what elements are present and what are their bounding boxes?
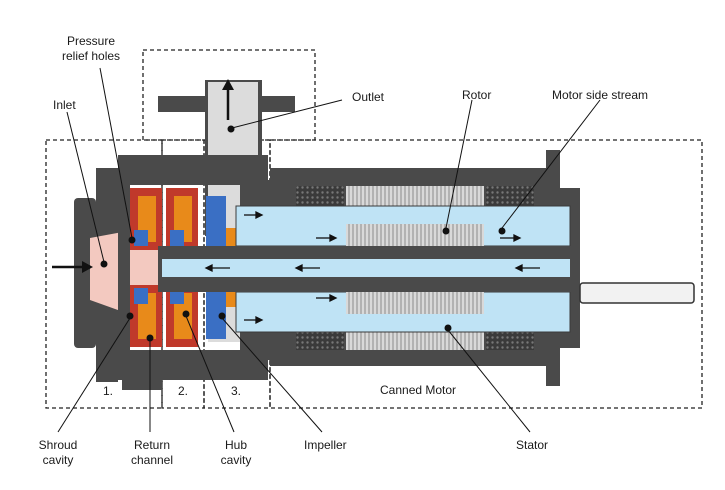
label-outlet: Outlet <box>352 90 385 104</box>
shaft-bore-flow <box>162 259 570 277</box>
label-pressure-line2: relief holes <box>62 49 121 63</box>
outlet-arrow <box>222 79 234 90</box>
stage-2-label: 2. <box>178 384 189 398</box>
inlet-arrow <box>82 261 93 273</box>
label-shroud-line1: Shroud <box>38 438 78 452</box>
rotor-laminations-bottom <box>346 292 484 314</box>
label-shroud-line2: cavity <box>42 453 74 467</box>
label-pressure-relief-holes: Pressure relief holes <box>62 34 120 64</box>
shaft <box>158 246 695 304</box>
label-hub-line1: Hub <box>224 438 247 452</box>
stage-1-label: 1. <box>103 384 114 398</box>
label-hub-cavity: Hub cavity <box>212 438 260 468</box>
label-canned-motor: Canned Motor <box>380 383 457 397</box>
stage-3-label: 3. <box>231 384 242 398</box>
label-return-line2: channel <box>130 453 174 467</box>
label-inlet: Inlet <box>53 98 76 112</box>
label-impeller: Impeller <box>304 438 347 452</box>
label-hub-line2: cavity <box>220 453 252 467</box>
rotor-laminations-top <box>346 224 484 246</box>
label-stator: Stator <box>516 438 549 452</box>
label-return-channel: Return channel <box>126 438 178 468</box>
label-motor-side-stream: Motor side stream <box>552 88 649 102</box>
label-pressure-line1: Pressure <box>67 34 116 48</box>
label-return-line1: Return <box>133 438 171 452</box>
flow-arrows <box>204 210 540 325</box>
outlet-zone-box <box>142 49 316 141</box>
label-rotor: Rotor <box>462 88 492 102</box>
callouts <box>57 67 601 433</box>
shaft-extension <box>579 282 695 304</box>
label-shroud-cavity: Shroud cavity <box>34 438 82 468</box>
zone-1-box <box>45 139 163 409</box>
